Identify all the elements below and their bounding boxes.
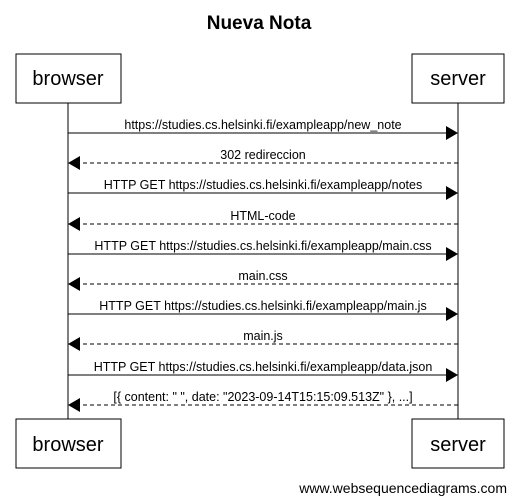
message-7: HTTP GET https://studies.cs.helsinki.fi/… bbox=[68, 299, 458, 321]
participant-server-top-box bbox=[411, 53, 505, 104]
participant-boxes: browser server browser server bbox=[15, 53, 505, 469]
participant-server-bottom-box bbox=[411, 418, 505, 469]
footer-watermark: www.websequencediagrams.com bbox=[298, 480, 507, 496]
message-label: main.js bbox=[243, 329, 283, 343]
participant-browser-bottom-box bbox=[15, 418, 122, 469]
message-10: [{ content: " ", date: "2023-09-14T15:15… bbox=[68, 390, 458, 412]
message-arrowhead bbox=[68, 217, 80, 231]
message-label: HTTP GET https://studies.cs.helsinki.fi/… bbox=[99, 299, 426, 313]
participant-browser-bottom-label: browser bbox=[32, 434, 103, 456]
message-arrowhead bbox=[446, 247, 458, 261]
message-arrowhead bbox=[446, 186, 458, 200]
messages: https://studies.cs.helsinki.fi/exampleap… bbox=[68, 118, 458, 412]
message-9: HTTP GET https://studies.cs.helsinki.fi/… bbox=[68, 360, 458, 382]
message-label: 302 redireccion bbox=[220, 148, 306, 162]
participant-browser-top-box bbox=[15, 53, 122, 104]
message-1: https://studies.cs.helsinki.fi/exampleap… bbox=[68, 118, 458, 140]
message-label: HTTP GET https://studies.cs.helsinki.fi/… bbox=[94, 360, 433, 374]
message-3: HTTP GET https://studies.cs.helsinki.fi/… bbox=[68, 178, 458, 200]
lifelines bbox=[67, 103, 459, 419]
message-8: main.js bbox=[68, 329, 458, 351]
message-arrowhead bbox=[68, 337, 80, 351]
message-arrowhead bbox=[68, 398, 80, 412]
message-5: HTTP GET https://studies.cs.helsinki.fi/… bbox=[68, 239, 458, 261]
participant-browser-top-label: browser bbox=[32, 68, 103, 90]
message-arrowhead bbox=[446, 368, 458, 382]
diagram-title: Nueva Nota bbox=[207, 13, 312, 34]
message-label: [{ content: " ", date: "2023-09-14T15:15… bbox=[113, 390, 412, 404]
message-4: HTML-code bbox=[68, 209, 458, 231]
message-label: main.css bbox=[238, 269, 287, 283]
message-label: HTTP GET https://studies.cs.helsinki.fi/… bbox=[104, 178, 422, 192]
message-label: HTML-code bbox=[230, 209, 295, 223]
participant-server-bottom-label: server bbox=[430, 434, 486, 456]
message-arrowhead bbox=[68, 277, 80, 291]
message-2: 302 redireccion bbox=[68, 148, 458, 170]
message-6: main.css bbox=[68, 269, 458, 291]
participant-server-top-label: server bbox=[430, 68, 486, 90]
message-label: HTTP GET https://studies.cs.helsinki.fi/… bbox=[94, 239, 431, 253]
message-arrowhead bbox=[68, 156, 80, 170]
message-arrowhead bbox=[446, 126, 458, 140]
message-label: https://studies.cs.helsinki.fi/exampleap… bbox=[124, 118, 401, 132]
message-arrowhead bbox=[446, 307, 458, 321]
